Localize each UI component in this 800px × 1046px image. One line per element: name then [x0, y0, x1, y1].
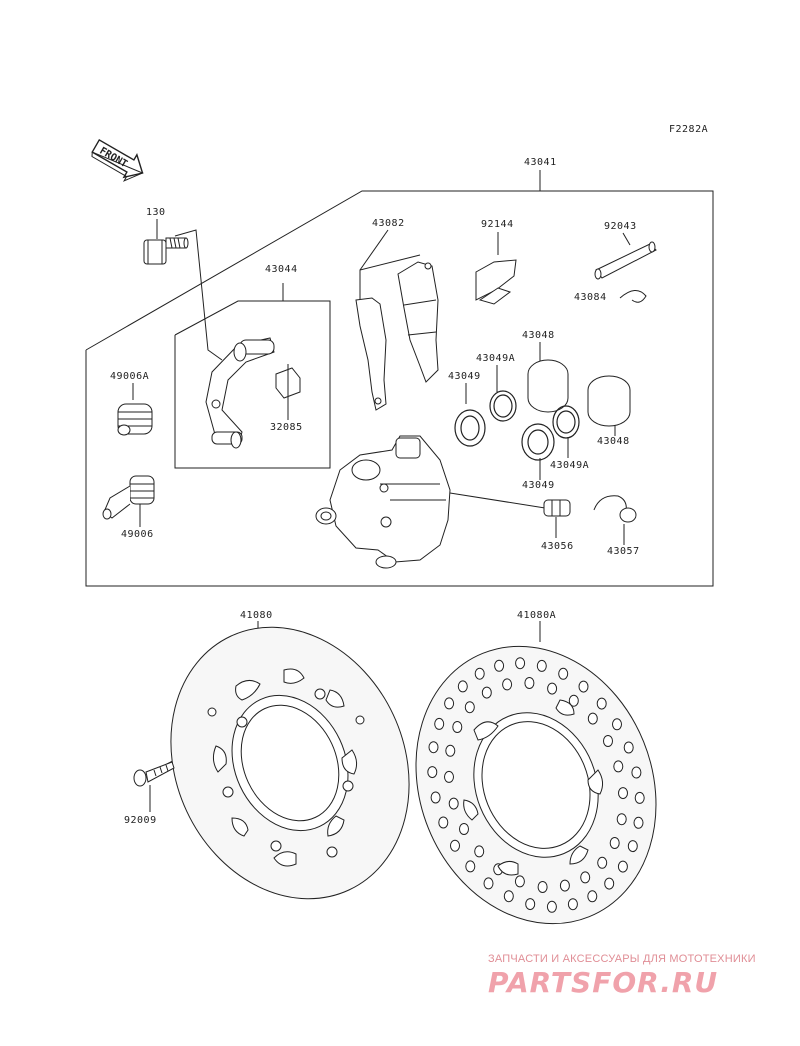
label-43049-left: 43049 [448, 371, 481, 382]
brake-disc-41080 [170, 626, 410, 900]
disc-hole [617, 860, 628, 873]
disc-hole [438, 816, 449, 829]
label-43057: 43057 [607, 546, 640, 557]
disc-hole [502, 678, 513, 691]
disc-hole [536, 659, 547, 672]
disc-hole [525, 898, 536, 911]
disc-hole [515, 657, 526, 670]
label-43049a-bottom: 43049A [550, 460, 590, 471]
bleeder-cap [593, 495, 637, 523]
pad-spring-92144 [475, 259, 517, 305]
disc-hole [633, 816, 644, 829]
disc-hole [444, 697, 455, 710]
disc-hole [428, 741, 439, 754]
disc-hole [558, 667, 569, 680]
seals [454, 390, 580, 461]
disc-hole [494, 659, 505, 672]
bleeder-valve [543, 499, 571, 517]
label-32085: 32085 [270, 422, 303, 433]
disc-hole [474, 845, 485, 858]
disc-hole [450, 839, 460, 852]
label-43048-right: 43048 [597, 436, 630, 447]
assembly-frame [85, 190, 714, 587]
label-92043: 92043 [604, 221, 637, 232]
disc-hole [457, 680, 468, 693]
label-49006a: 49006A [110, 371, 150, 382]
disc-hole [631, 766, 642, 779]
disc-hole [609, 837, 620, 849]
disc-hole [427, 766, 438, 779]
disc-hole [568, 694, 579, 707]
disc-hole [546, 900, 557, 913]
disc-hole [603, 735, 613, 747]
pad-pin-92043 [594, 241, 657, 303]
disc-hole [616, 813, 627, 826]
disc-hole [481, 686, 492, 699]
disc-hole [597, 856, 608, 869]
disc-hole [613, 760, 624, 773]
disc-hole [580, 871, 591, 884]
label-92009: 92009 [124, 815, 157, 826]
label-41080a: 41080A [517, 610, 557, 621]
label-130: 130 [146, 207, 166, 218]
disc-hole [537, 881, 548, 893]
disc-hole [452, 721, 463, 733]
disc-hole [578, 680, 589, 693]
label-43056: 43056 [541, 541, 574, 552]
disc-hole [604, 877, 615, 890]
disc-hole [627, 840, 638, 853]
disc-hole [587, 890, 598, 903]
piston-43048-right [587, 375, 631, 427]
disc-hole [445, 744, 456, 757]
boot-49006 [102, 475, 155, 520]
label-49006: 49006 [121, 529, 154, 540]
disc-hole [459, 823, 469, 835]
disc-hole [559, 879, 570, 892]
watermark-tagline: ЗАПЧАСТИ И АКСЕССУАРЫ ДЛЯ МОТОТЕХНИКИ [488, 953, 756, 965]
label-43048-top: 43048 [522, 330, 555, 341]
disc-hole [448, 797, 459, 810]
caliper-bracket [205, 337, 275, 449]
bolt-130 [143, 237, 189, 265]
brake-pads [355, 261, 439, 411]
disc-hole [464, 701, 475, 714]
disc-hole [587, 712, 598, 725]
disc-hole [596, 697, 607, 710]
disc-hole [567, 898, 578, 911]
label-43084: 43084 [574, 292, 607, 303]
label-43049a-top: 43049A [476, 353, 516, 364]
pad-spring-32085 [275, 364, 301, 399]
brake-disc-41080a [415, 645, 657, 925]
disc-hole [474, 667, 485, 680]
disc-hole [618, 787, 628, 800]
disc-hole [524, 677, 535, 689]
boot-49006a [117, 403, 153, 436]
bracket-frame [174, 300, 331, 469]
disc-screw-92009 [133, 761, 175, 787]
label-43082: 43082 [372, 218, 405, 229]
disc-hole [634, 791, 645, 804]
label-41080: 41080 [240, 610, 273, 621]
disc-hole [503, 890, 514, 903]
disc-hole [623, 741, 634, 754]
disc-hole [514, 875, 525, 888]
label-43044: 43044 [265, 264, 298, 275]
disc-hole [465, 860, 476, 873]
disc-hole [483, 877, 494, 890]
piston-43048-left [527, 359, 569, 413]
disc-hole [430, 791, 441, 804]
figure-code: F2282A [669, 124, 709, 135]
disc-hole [444, 770, 454, 783]
disc-hole [547, 682, 558, 695]
label-92144: 92144 [481, 219, 514, 230]
disc-hole [612, 718, 622, 731]
label-43049-bottom: 43049 [522, 480, 555, 491]
watermark-logo: PARTSFOR.RU [488, 966, 719, 999]
disc-hole [434, 717, 445, 730]
front-arrow-icon: FRONT [91, 138, 144, 182]
caliper-body [315, 435, 451, 569]
label-43041: 43041 [524, 157, 557, 168]
